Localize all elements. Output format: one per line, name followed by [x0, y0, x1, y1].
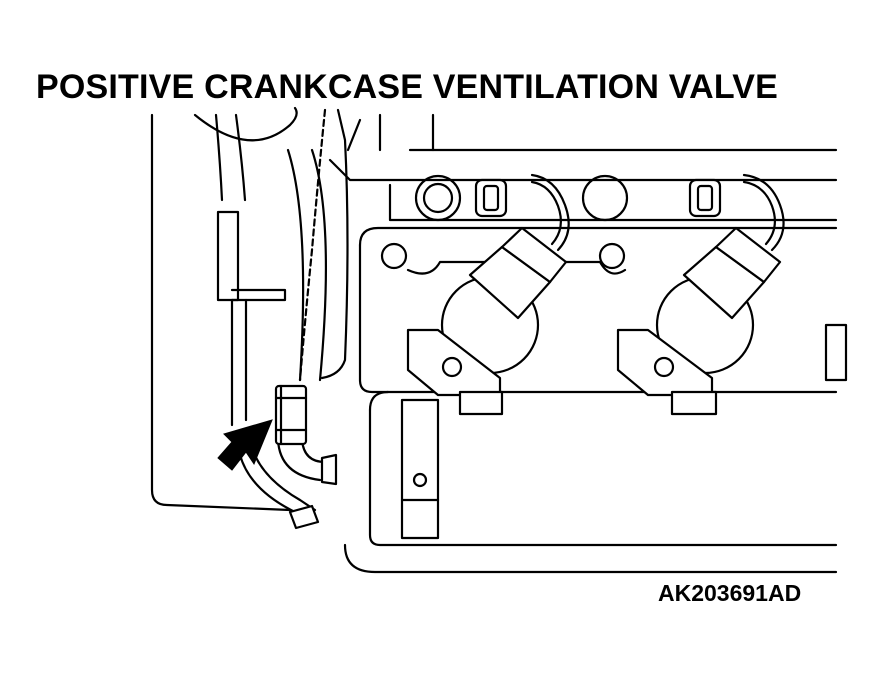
pcv-valve	[274, 384, 308, 446]
lower-cover-block	[368, 390, 838, 547]
diagram-title: POSITIVE CRANKCASE VENTILATION VALVE	[36, 68, 779, 106]
ignition-coil-2	[616, 173, 848, 416]
pointer-arrow	[217, 419, 273, 471]
cylinder-head	[358, 226, 838, 394]
left-bracket	[214, 113, 287, 427]
figure-code: AK203691AD	[658, 580, 802, 606]
engine-outline	[150, 113, 838, 574]
valve-cover	[328, 113, 838, 222]
ignition-coil-1	[406, 173, 570, 416]
